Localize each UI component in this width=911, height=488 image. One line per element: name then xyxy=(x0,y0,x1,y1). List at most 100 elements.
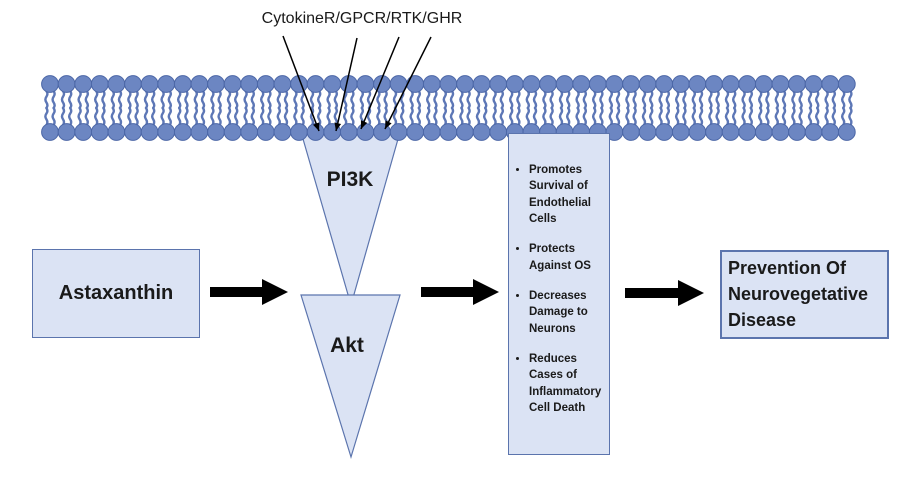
lipid-tail xyxy=(848,89,853,110)
lipid-tail xyxy=(177,89,182,110)
lipid-tail xyxy=(44,89,49,110)
lipid-tail xyxy=(682,106,687,127)
lipid-tail xyxy=(449,89,455,110)
lipid-head xyxy=(754,75,773,93)
lipid-head xyxy=(207,123,225,141)
flow-arrows xyxy=(210,279,704,306)
lipid-head xyxy=(339,123,358,141)
lipid-tail xyxy=(433,89,438,110)
lipid-tail xyxy=(566,89,571,110)
lipid-tail xyxy=(658,106,663,127)
lipid-tail xyxy=(300,89,305,110)
lipid-tail xyxy=(724,106,730,127)
lipid-tail xyxy=(582,89,587,110)
lipid-head xyxy=(439,75,458,93)
lipid-tail xyxy=(449,106,455,127)
lipid-tail xyxy=(350,89,355,110)
lipid-tail xyxy=(84,106,89,127)
receptor-label: CytokineR/GPCR/RTK/GHR xyxy=(261,10,463,27)
lipid-head xyxy=(57,123,76,141)
lipid-head xyxy=(804,123,823,141)
lipid-tail xyxy=(250,89,255,110)
lipid-tail xyxy=(101,106,106,127)
lipid-head xyxy=(754,123,773,141)
lipid-tail xyxy=(691,89,696,110)
lipid-tail xyxy=(615,106,621,127)
lipid-head xyxy=(622,123,640,141)
lipid-tail xyxy=(68,106,73,127)
lipid-tail xyxy=(44,106,49,127)
lipid-tail xyxy=(748,106,753,127)
lipid-tail xyxy=(549,106,554,127)
lipid-tail xyxy=(151,89,156,110)
lipid-tail xyxy=(509,106,514,127)
receptor-pointer-line xyxy=(335,37,358,132)
lipid-tail xyxy=(824,89,829,110)
akt-triangle xyxy=(300,294,401,460)
lipid-head xyxy=(489,75,508,93)
lipid-head xyxy=(157,123,176,141)
lipid-tail xyxy=(824,106,829,127)
lipid-tail xyxy=(592,89,597,110)
lipid-head xyxy=(522,75,541,93)
lipid-head xyxy=(256,75,275,93)
lipid-tail xyxy=(226,89,232,110)
lipid-tail xyxy=(459,89,464,110)
lipid-tail xyxy=(117,89,123,110)
lipid-tail xyxy=(200,89,206,110)
lipid-tail xyxy=(276,89,281,110)
lipid-head xyxy=(837,75,856,93)
lipid-tail xyxy=(317,89,322,110)
lipid-head xyxy=(140,75,159,93)
lipid-tail xyxy=(392,89,398,110)
lipid-head xyxy=(190,123,209,141)
lipid-tail xyxy=(665,89,670,110)
lipid-head xyxy=(57,75,76,93)
flow-arrow xyxy=(210,279,288,305)
lipid-head xyxy=(422,75,441,93)
lipid-tail xyxy=(724,89,730,110)
lipid-head xyxy=(821,75,840,93)
lipid-head xyxy=(489,123,508,141)
lipid-tail xyxy=(167,89,172,110)
lipid-tail xyxy=(210,89,215,110)
lipid-tail xyxy=(708,89,713,110)
lipid-head xyxy=(107,123,126,141)
lipid-head xyxy=(190,75,209,93)
lipid-tail xyxy=(698,89,704,110)
lipid-head xyxy=(804,75,823,93)
lipid-tail xyxy=(466,106,471,127)
lipid-tail xyxy=(77,89,82,110)
lipid-tail xyxy=(300,106,305,127)
receptor-pointer-line xyxy=(360,36,400,130)
lipid-tail xyxy=(276,106,281,127)
lipid-tail xyxy=(326,106,331,127)
lipid-head xyxy=(406,75,425,93)
lipid-tail xyxy=(516,89,521,110)
lipid-tail xyxy=(715,89,720,110)
lipid-head xyxy=(356,75,375,93)
lipid-tail xyxy=(525,106,530,127)
lipid-head xyxy=(389,123,408,141)
lipid-head xyxy=(223,75,242,93)
lipid-tail xyxy=(210,106,215,127)
lipid-head xyxy=(74,75,93,93)
lipid-head xyxy=(688,123,707,141)
lipid-tail xyxy=(831,89,836,110)
lipid-tail xyxy=(333,89,338,110)
lipid-tail xyxy=(110,89,115,110)
lipid-tail xyxy=(193,89,198,110)
lipid-tail xyxy=(675,89,680,110)
lipid-tail xyxy=(359,89,364,110)
lipid-head xyxy=(207,75,225,93)
lipid-tail xyxy=(532,106,538,127)
lipid-tail xyxy=(798,89,803,110)
lipid-tail xyxy=(542,89,547,110)
lipid-tail xyxy=(492,106,497,127)
lipid-tail xyxy=(732,89,737,110)
lipid-tail xyxy=(732,106,737,127)
lipid-head xyxy=(605,75,624,93)
lipid-head xyxy=(456,75,474,93)
lipid-tail xyxy=(549,89,554,110)
astaxanthin-label: Astaxanthin xyxy=(58,282,174,304)
